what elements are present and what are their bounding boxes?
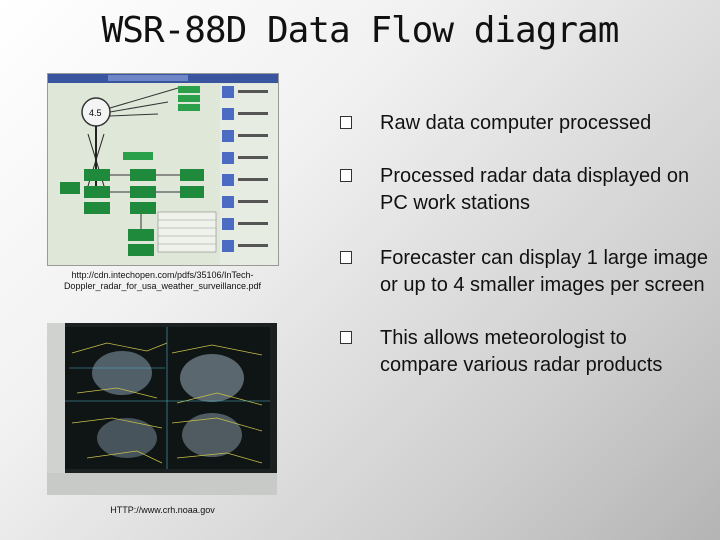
bullet-item: Raw data computer processed [340,110,710,137]
svg-text:4.5: 4.5 [89,108,102,118]
bullet-text: Forecaster can display 1 large image or … [380,247,708,296]
bullet-item: Forecaster can display 1 large image or … [340,245,710,299]
bullet-text: Processed radar data displayed on PC wor… [380,165,690,214]
bullet-box-icon [340,251,352,264]
image-1-caption: http://cdn.intechopen.com/pdfs/35106/InT… [63,270,262,291]
bullet-item: Processed radar data displayed on PC wor… [340,163,710,217]
bullet-text: Raw data computer processed [380,112,652,134]
bullet-box-icon [340,331,352,344]
workstation-photo [47,323,277,495]
workstation-illustration [47,323,277,495]
image-2-caption: HTTP://www.crh.noaa.gov [110,505,215,515]
bullet-box-icon [340,169,352,182]
bullet-text: This allows meteorologist to compare var… [380,327,663,376]
bullet-box-icon [340,116,352,129]
bullet-list: Raw data computer processed Processed ra… [340,110,710,405]
bullet-item: This allows meteorologist to compare var… [340,325,710,379]
slide-title: WSR-88D Data Flow diagram [101,10,620,51]
rpg-status-screenshot: 4.5 [47,73,279,266]
rpg-status-illustration: 4.5 [48,74,278,265]
